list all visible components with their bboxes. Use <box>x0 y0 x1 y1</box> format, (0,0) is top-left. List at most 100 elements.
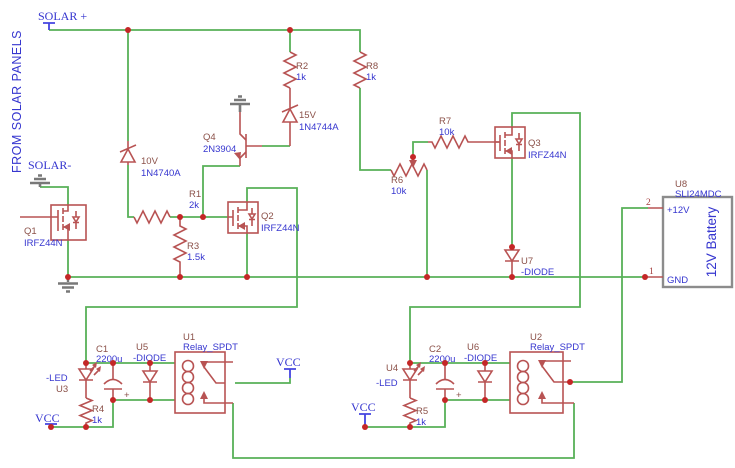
d1-value: 1N4740A <box>141 168 181 179</box>
resistor-r8: R8 1k <box>352 51 378 89</box>
fet-arrow-icon <box>238 222 245 230</box>
u2-value: Relay_SPDT <box>530 342 585 353</box>
u8-pin2-number: 2 <box>646 198 651 208</box>
u8-pin2-label: +12V <box>667 205 690 216</box>
u2-name: U2 <box>530 332 542 343</box>
wire-battery-plus <box>570 207 648 383</box>
q2-name: Q2 <box>261 211 274 222</box>
diode-u6: U6 -DIODE <box>464 342 497 400</box>
r1-name: R1 <box>189 189 201 200</box>
vcc-label: VCC <box>351 400 376 414</box>
r4-name: R4 <box>92 404 104 415</box>
r1-value: 2k <box>189 200 199 211</box>
fet-arrow-icon <box>63 223 70 231</box>
wire-layer <box>40 29 648 459</box>
wire-r8-to-r6 <box>359 88 391 171</box>
diode-u5: U5 -DIODE <box>133 342 166 400</box>
u8-value: SLI24MDC <box>675 189 722 200</box>
r5-value: 1k <box>416 417 426 428</box>
r8-value: 1k <box>366 72 376 83</box>
u8-pin1-number: 1 <box>649 267 654 277</box>
relay-coil-icon <box>516 359 530 406</box>
u5-value: -DIODE <box>133 353 166 364</box>
zener-diode-15v: 15V 1N4744A <box>281 88 339 146</box>
relay-u2: U2 Relay_SPDT <box>509 332 585 414</box>
r4-value: 1k <box>92 415 102 426</box>
contact-arrow-icon <box>200 391 208 399</box>
r3-value: 1.5k <box>187 252 205 263</box>
relay-coil-icon <box>181 359 195 406</box>
net-flag-solar-plus: SOLAR + <box>38 9 87 30</box>
u5-name: U5 <box>136 342 148 353</box>
wire-zener10-bottom <box>127 165 134 218</box>
d2-name: 15V <box>299 110 317 121</box>
q2-value: IRFZ44N <box>261 223 300 234</box>
led-u4: U4 -LED <box>376 362 425 398</box>
c2-name: C2 <box>429 344 441 355</box>
wire-vcc1-row <box>51 400 114 428</box>
wire-solar-plus-rail <box>49 29 361 52</box>
resistor-r7: R7 10k <box>428 116 500 150</box>
net-flag-vcc-relay1-out: VCC <box>276 355 301 378</box>
r3-name: R3 <box>187 241 199 252</box>
wire-q2-drain-to-relay1 <box>85 187 298 363</box>
r8-name: R8 <box>366 61 378 72</box>
net-flag-solar-minus: SOLAR- <box>28 158 71 187</box>
r7-name: R7 <box>439 116 451 127</box>
u7-value: -DIODE <box>521 267 554 278</box>
q1-value: IRFZ44N <box>24 238 63 249</box>
r7-value: 10k <box>439 127 455 138</box>
q3-value: IRFZ44N <box>528 150 567 161</box>
resistor-r1: R1 2k <box>133 189 201 225</box>
resistor-r2: R2 1k <box>282 51 308 89</box>
wire-r7-to-wiper <box>412 141 428 157</box>
capacitor-c1: + C1 2200u <box>96 344 130 401</box>
contact-arrow-icon <box>200 361 208 369</box>
emitter-arrow-icon <box>234 152 241 160</box>
solar-minus-label: SOLAR- <box>28 158 71 172</box>
relay-u1: U1 Relay_SPDT <box>174 332 238 414</box>
vcc-label: VCC <box>35 411 60 425</box>
wiper-arrow-icon <box>409 160 417 168</box>
u1-name: U1 <box>183 332 195 343</box>
u8-body-label: 12V Battery <box>704 206 719 277</box>
potentiometer-r6: R6 10k <box>390 157 428 197</box>
solar-plus-label: SOLAR + <box>38 9 87 23</box>
u8-name: U8 <box>675 179 687 190</box>
mosfet-q3: Q3 IRFZ44N <box>494 126 567 161</box>
net-flag-vcc-left1: VCC <box>35 411 60 427</box>
fet-arrow-icon <box>505 147 512 155</box>
wire-q4-emitter <box>202 165 240 217</box>
resistor-r5: R5 1k <box>401 397 428 428</box>
mosfet-q2: Q2 IRFZ44N <box>227 201 300 234</box>
led-ray-icon <box>420 366 425 372</box>
c2-value: 2200u <box>429 354 455 365</box>
led-ray-icon <box>416 362 421 368</box>
u3-value: -LED <box>46 373 68 384</box>
r2-name: R2 <box>296 61 308 72</box>
r6-value: 10k <box>391 186 407 197</box>
earth-arrow-icon <box>30 174 50 187</box>
led-ray-icon <box>96 366 101 372</box>
q4-name: Q4 <box>203 132 216 143</box>
wire-relay1-common-vcc <box>235 378 291 384</box>
q4-value: 2N3904 <box>203 144 236 155</box>
wire-q3-drain-to-relay2 <box>409 112 581 363</box>
body-diode-icon <box>71 216 81 224</box>
body-diode-icon <box>247 213 257 221</box>
contact-arrow-icon <box>538 391 546 399</box>
capacitor-c2: + C2 2200u <box>429 344 462 401</box>
c2-plus-mark: + <box>456 390 462 401</box>
mosfet-q1: Q1 IRFZ44N <box>20 204 87 249</box>
led-u3: -LED U3 <box>46 362 101 398</box>
vcc-label: VCC <box>276 355 301 369</box>
d2-value: 1N4744A <box>299 122 339 133</box>
bjt-q4: Q4 2N3904 <box>203 112 262 166</box>
net-flag-vcc-left2: VCC <box>351 400 376 427</box>
u7-name: U7 <box>521 256 533 267</box>
c1-value: 2200u <box>96 354 122 365</box>
u6-value: -DIODE <box>464 353 497 364</box>
u4-value: -LED <box>376 378 398 389</box>
